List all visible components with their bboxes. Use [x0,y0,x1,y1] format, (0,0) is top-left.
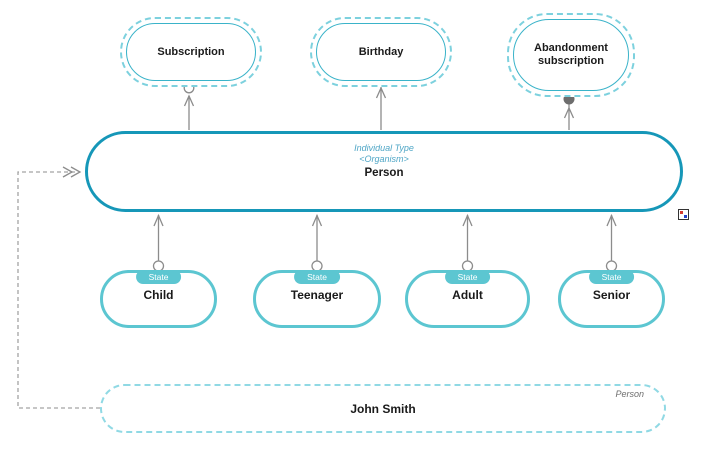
event-node-birthday[interactable]: Birthday [310,17,452,87]
event-node-body: Subscription [126,23,256,81]
state-label: Adult [452,288,483,302]
event-label: Birthday [358,45,404,58]
state-badge: State [588,270,635,284]
diagram-reference-icon[interactable] [678,209,689,220]
connector-person-subscription[interactable] [183,82,195,130]
event-label: Subscription [157,45,225,58]
blue-dot [684,215,687,218]
event-label: Abandonment subscription [534,42,608,67]
connector-johnsmith-person[interactable] [17,166,100,409]
person-node[interactable]: Individual Type <Organism> Person [85,131,683,212]
person-name-label: Person [364,167,404,179]
connector-child-person[interactable] [152,213,165,272]
connector-senior-person[interactable] [605,213,618,272]
red-dot [680,211,683,214]
state-badge: State [135,270,182,284]
person-classifier-label: <Organism> [359,154,409,164]
state-node-senior[interactable]: State Senior [558,270,665,328]
event-node-body: Abandonment subscription [513,19,629,91]
state-node-adult[interactable]: State Adult [405,270,530,328]
state-node-child[interactable]: State Child [100,270,217,328]
connector-person-birthday[interactable] [375,84,387,131]
state-node-teenager[interactable]: State Teenager [253,270,381,328]
person-stereotype-label: Individual Type [354,143,414,153]
state-label: Senior [592,288,631,302]
event-node-subscription[interactable]: Subscription [120,17,262,87]
instance-type-label: Person [615,389,644,399]
event-node-abandonment-subscription[interactable]: Abandonment subscription [507,13,635,97]
connector-adult-person[interactable] [461,213,474,272]
state-badge: State [294,270,340,284]
state-label: Child [143,288,174,302]
connector-person-abandonment[interactable] [563,93,575,131]
event-node-body: Birthday [316,23,446,81]
instance-node-john-smith[interactable]: Person John Smith [100,384,666,433]
state-label: Teenager [290,288,344,302]
instance-name-label: John Smith [350,402,416,416]
state-badge: State [444,270,491,284]
connector-teenager-person[interactable] [311,213,323,272]
